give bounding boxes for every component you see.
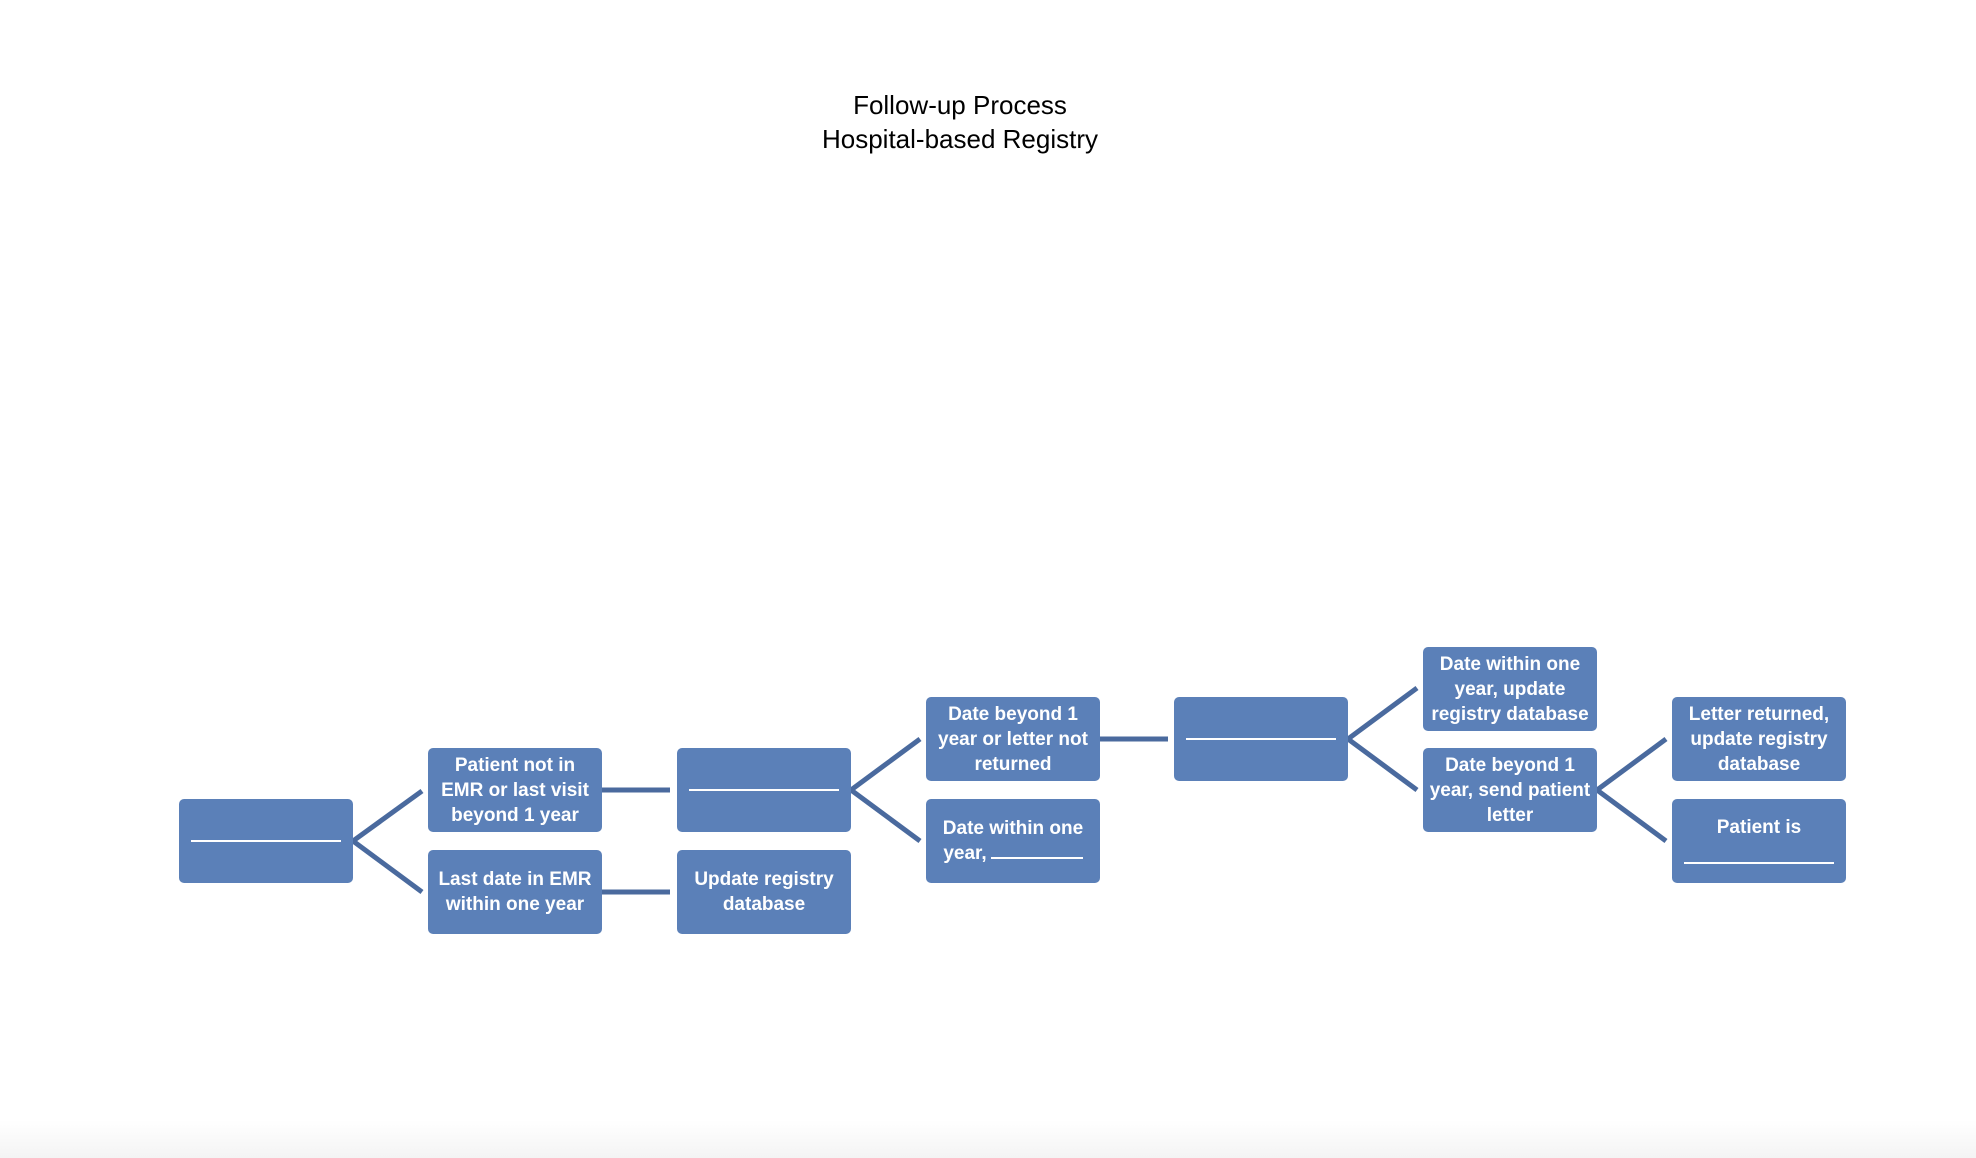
- node-text-line: registry database: [1431, 703, 1589, 725]
- node-patient-is: Patient is: [1672, 799, 1846, 883]
- node-text-line: Last date in EMR: [438, 869, 592, 890]
- fill-in-blank: [990, 857, 1083, 859]
- node-root: [179, 799, 353, 883]
- diagram-title: Follow-up Process Hospital-based Registr…: [0, 88, 1920, 156]
- node-date-within-one-year: Date within one year,: [926, 799, 1100, 883]
- node-text-line: Date within one: [942, 818, 1084, 839]
- node-text-line: Patient is: [1716, 817, 1802, 838]
- fill-in-blank: [1684, 862, 1834, 864]
- node-text-line: Patient not in: [454, 754, 576, 776]
- node-text-line: database: [722, 894, 806, 915]
- node-last-date-in-emr: Last date in EMR within one year: [428, 850, 602, 934]
- node-step2-blank: [677, 748, 851, 832]
- connector-step2-upper: [849, 736, 922, 793]
- node-text-line: Date within one: [1439, 653, 1581, 675]
- fill-in-blank: [689, 789, 839, 791]
- node-text-line: year, send patient: [1429, 779, 1591, 801]
- fill-in-blank: [1186, 738, 1336, 740]
- connector-send-lower: [1595, 787, 1668, 844]
- title-line-1: Follow-up Process: [853, 90, 1067, 120]
- node-update-registry-database: Update registry database: [677, 850, 851, 934]
- node-text-line: year or letter not: [938, 728, 1088, 750]
- node-letter-returned: Letter returned, update registry databas…: [1672, 697, 1846, 781]
- node-text-line: returned: [974, 753, 1052, 775]
- node-text-line-with-blank: year,: [943, 841, 1083, 866]
- node-text-line: EMR or last visit: [441, 779, 589, 801]
- node-date-beyond-send-letter: Date beyond 1 year, send patient letter: [1423, 748, 1597, 832]
- connector-step4-lower: [1346, 736, 1419, 793]
- node-text-line: beyond 1 year: [451, 804, 579, 826]
- node-text-line: Date beyond 1: [1445, 754, 1575, 776]
- node-text-line: Letter returned,: [1688, 703, 1830, 725]
- connector-step2-lower: [849, 787, 922, 844]
- node-text-line: year, update: [1454, 678, 1566, 700]
- node-date-beyond-or-letter-not-returned: Date beyond 1 year or letter not returne…: [926, 697, 1100, 781]
- connector-root-upper: [351, 788, 424, 844]
- connector-root-lower: [351, 838, 424, 895]
- node-date-within-update-registry: Date within one year, update registry da…: [1423, 647, 1597, 731]
- connector-send-upper: [1595, 736, 1668, 793]
- node-step4-blank: [1174, 697, 1348, 781]
- node-text: year,: [943, 843, 987, 864]
- node-text-line: within one year: [445, 894, 585, 915]
- title-line-2: Hospital-based Registry: [821, 124, 1098, 154]
- page-bottom-edge: [0, 1120, 1976, 1158]
- node-text-line: database: [1717, 753, 1801, 775]
- node-text-line: update registry: [1690, 728, 1828, 750]
- node-text-line: Date beyond 1: [948, 703, 1078, 725]
- connector-step4-upper: [1346, 685, 1419, 742]
- node-patient-not-in-emr: Patient not in EMR or last visit beyond …: [428, 748, 602, 832]
- node-text-line: letter: [1486, 804, 1534, 826]
- fill-in-blank: [191, 840, 341, 842]
- node-text-line: Update registry: [694, 869, 834, 890]
